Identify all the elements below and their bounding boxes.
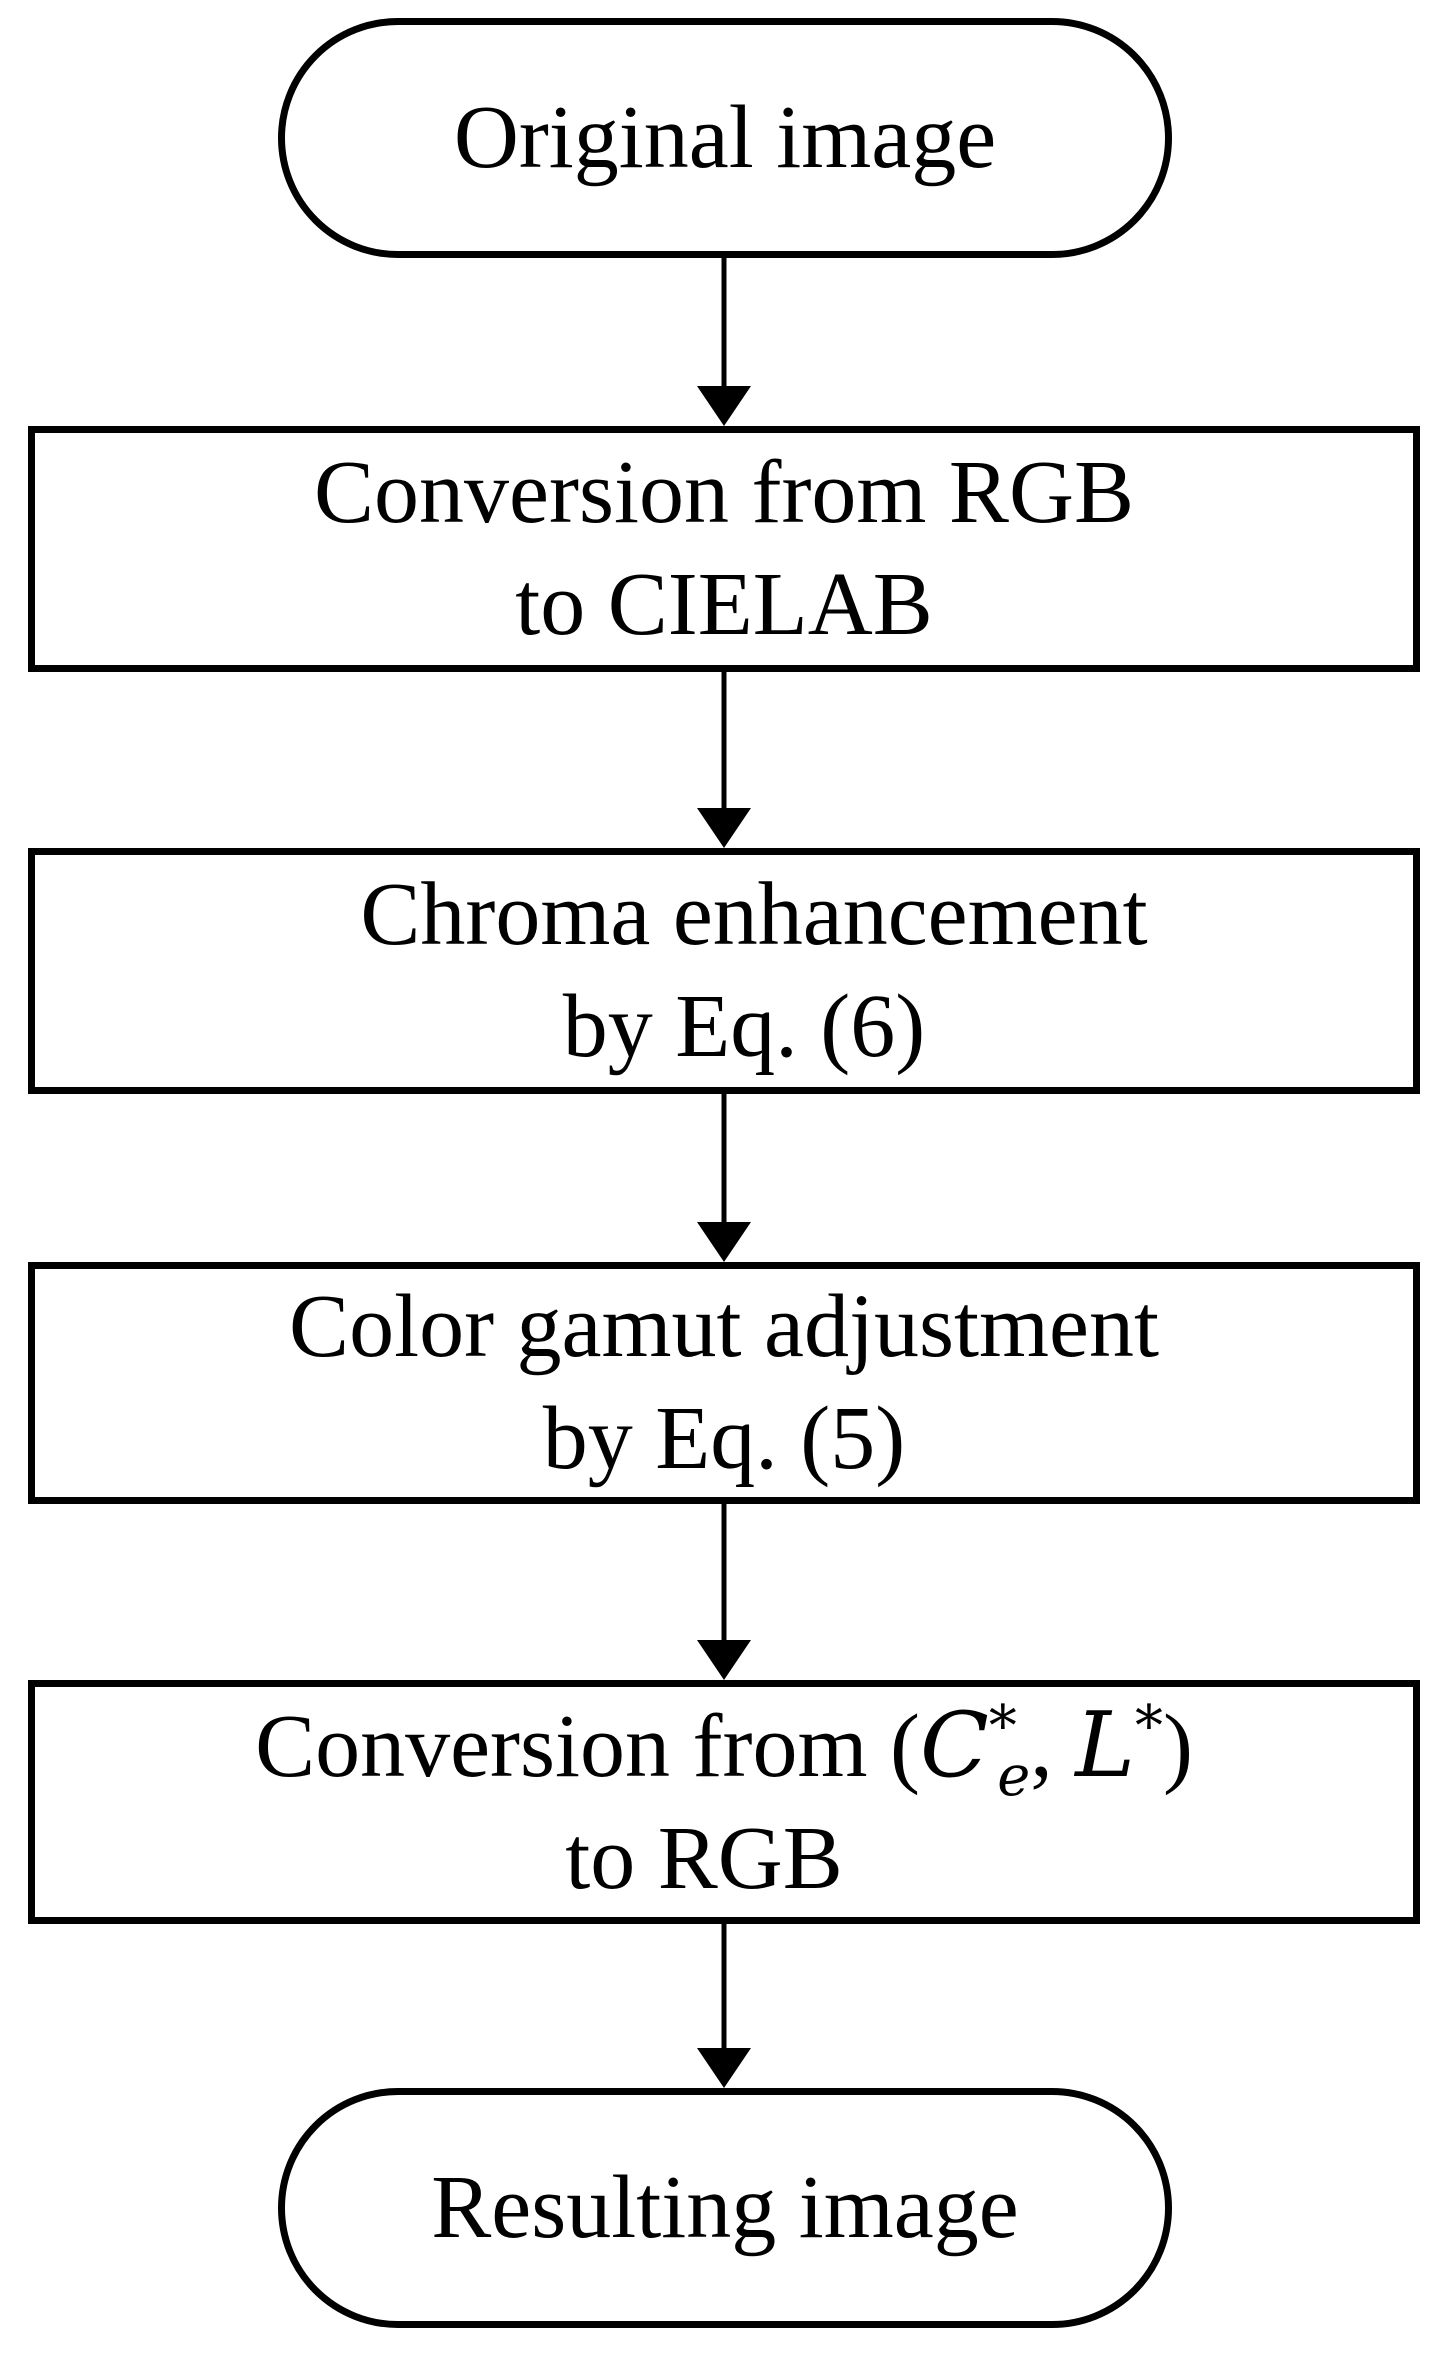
symbol-c-star-e: C*e xyxy=(919,1692,1031,1809)
step1-line2: to CIELAB xyxy=(515,555,933,654)
arrow-step4-to-end xyxy=(697,1922,751,2088)
end-label: Resulting image xyxy=(431,2158,1019,2257)
step4-line2: to RGB xyxy=(565,1808,843,1908)
step4-line1: Conversion from (C*e, L*) xyxy=(255,1690,1193,1809)
step2-line2: by Eq. (6) xyxy=(562,977,926,1076)
step2-line1: Chroma enhancement xyxy=(360,865,1148,964)
step1-line1: Conversion from RGB xyxy=(314,443,1134,542)
arrow-step1-to-step2 xyxy=(697,672,751,848)
step-chroma-enhancement: Chroma enhancement by Eq. (6) xyxy=(28,848,1420,1094)
step4-comma: , xyxy=(1030,1696,1076,1796)
step3-line1: Color gamut adjustment xyxy=(289,1277,1159,1376)
step-ce-l-to-rgb: Conversion from (C*e, L*) to RGB xyxy=(28,1680,1420,1924)
start-label: Original image xyxy=(453,88,997,187)
end-terminal: Resulting image xyxy=(278,2088,1172,2328)
arrow-step3-to-step4 xyxy=(697,1502,751,1680)
step4-close-paren: ) xyxy=(1162,1696,1193,1796)
symbol-l-star: L* xyxy=(1075,1692,1163,1798)
step4-prefix: Conversion from xyxy=(255,1696,890,1796)
step-rgb-to-cielab: Conversion from RGB to CIELAB xyxy=(28,426,1420,672)
step3-line2: by Eq. (5) xyxy=(542,1389,906,1488)
start-terminal: Original image xyxy=(278,18,1172,258)
step4-open-paren: ( xyxy=(889,1696,920,1796)
arrow-start-to-step1 xyxy=(697,256,751,426)
step-color-gamut-adjustment: Color gamut adjustment by Eq. (5) xyxy=(28,1262,1420,1504)
arrow-step2-to-step3 xyxy=(697,1092,751,1262)
